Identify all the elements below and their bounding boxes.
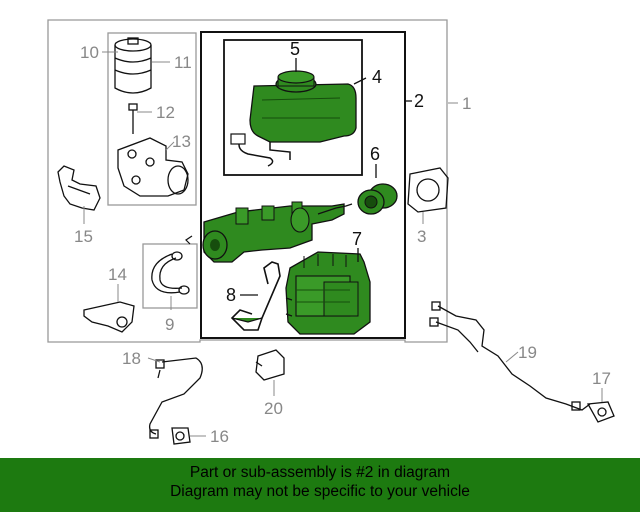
reservoir-tank	[230, 70, 357, 167]
callout-17: 17	[592, 369, 611, 388]
clamp-15	[57, 165, 101, 211]
pump-group-frame	[107, 32, 197, 206]
filter-11	[114, 37, 152, 94]
sub-assembly-2-frame	[200, 31, 406, 339]
callout-1: 1	[462, 94, 471, 113]
callout-4: 4	[372, 67, 382, 87]
pump-motor-13	[117, 137, 189, 197]
callout-11: 11	[174, 53, 192, 72]
callout-16: 16	[210, 427, 229, 446]
callout-9: 9	[165, 315, 174, 334]
callout-19: 19	[518, 343, 537, 362]
callout-2: 2	[414, 91, 424, 111]
callout-6: 6	[370, 144, 380, 164]
brake-actuator-7	[285, 251, 371, 335]
banner-line-1: Part or sub-assembly is #2 in diagram	[189, 464, 451, 481]
parts-diagram: 1 2 3 4 5 6 7 8 9 10 11 12 13 14 15 16 1…	[47, 19, 615, 446]
info-banner: Part or sub-assembly is #2 in diagram Di…	[0, 458, 640, 512]
leader-lines-dark	[240, 58, 412, 296]
wire-harness-19	[429, 301, 591, 411]
callout-14: 14	[108, 265, 127, 284]
callout-18: 18	[122, 349, 141, 368]
callout-10: 10	[80, 43, 99, 62]
assembly-1-frame	[47, 19, 448, 343]
wire-harness-18	[148, 357, 203, 439]
callout-8: 8	[226, 285, 236, 305]
clip-16	[171, 427, 191, 445]
bracket-8	[230, 261, 281, 331]
leader-lines	[83, 51, 603, 437]
callout-13: 13	[172, 132, 191, 151]
reservoir-4-frame	[223, 39, 363, 176]
hose-9	[151, 251, 190, 295]
gasket-3	[407, 167, 449, 213]
callout-7: 7	[352, 229, 362, 249]
callout-3: 3	[417, 227, 426, 246]
hose-9-frame	[142, 243, 198, 309]
banner-line-2: Diagram may not be specific to your vehi…	[170, 483, 470, 500]
callout-5: 5	[290, 39, 300, 59]
grommet-6	[357, 183, 398, 215]
bracket-14	[83, 301, 135, 333]
clip-17	[586, 401, 615, 423]
sensor-20	[255, 349, 285, 381]
callout-12: 12	[156, 103, 175, 122]
master-cylinder	[185, 201, 353, 263]
callout-15: 15	[74, 227, 93, 246]
callout-20: 20	[264, 399, 283, 418]
bolt-12	[128, 103, 138, 134]
